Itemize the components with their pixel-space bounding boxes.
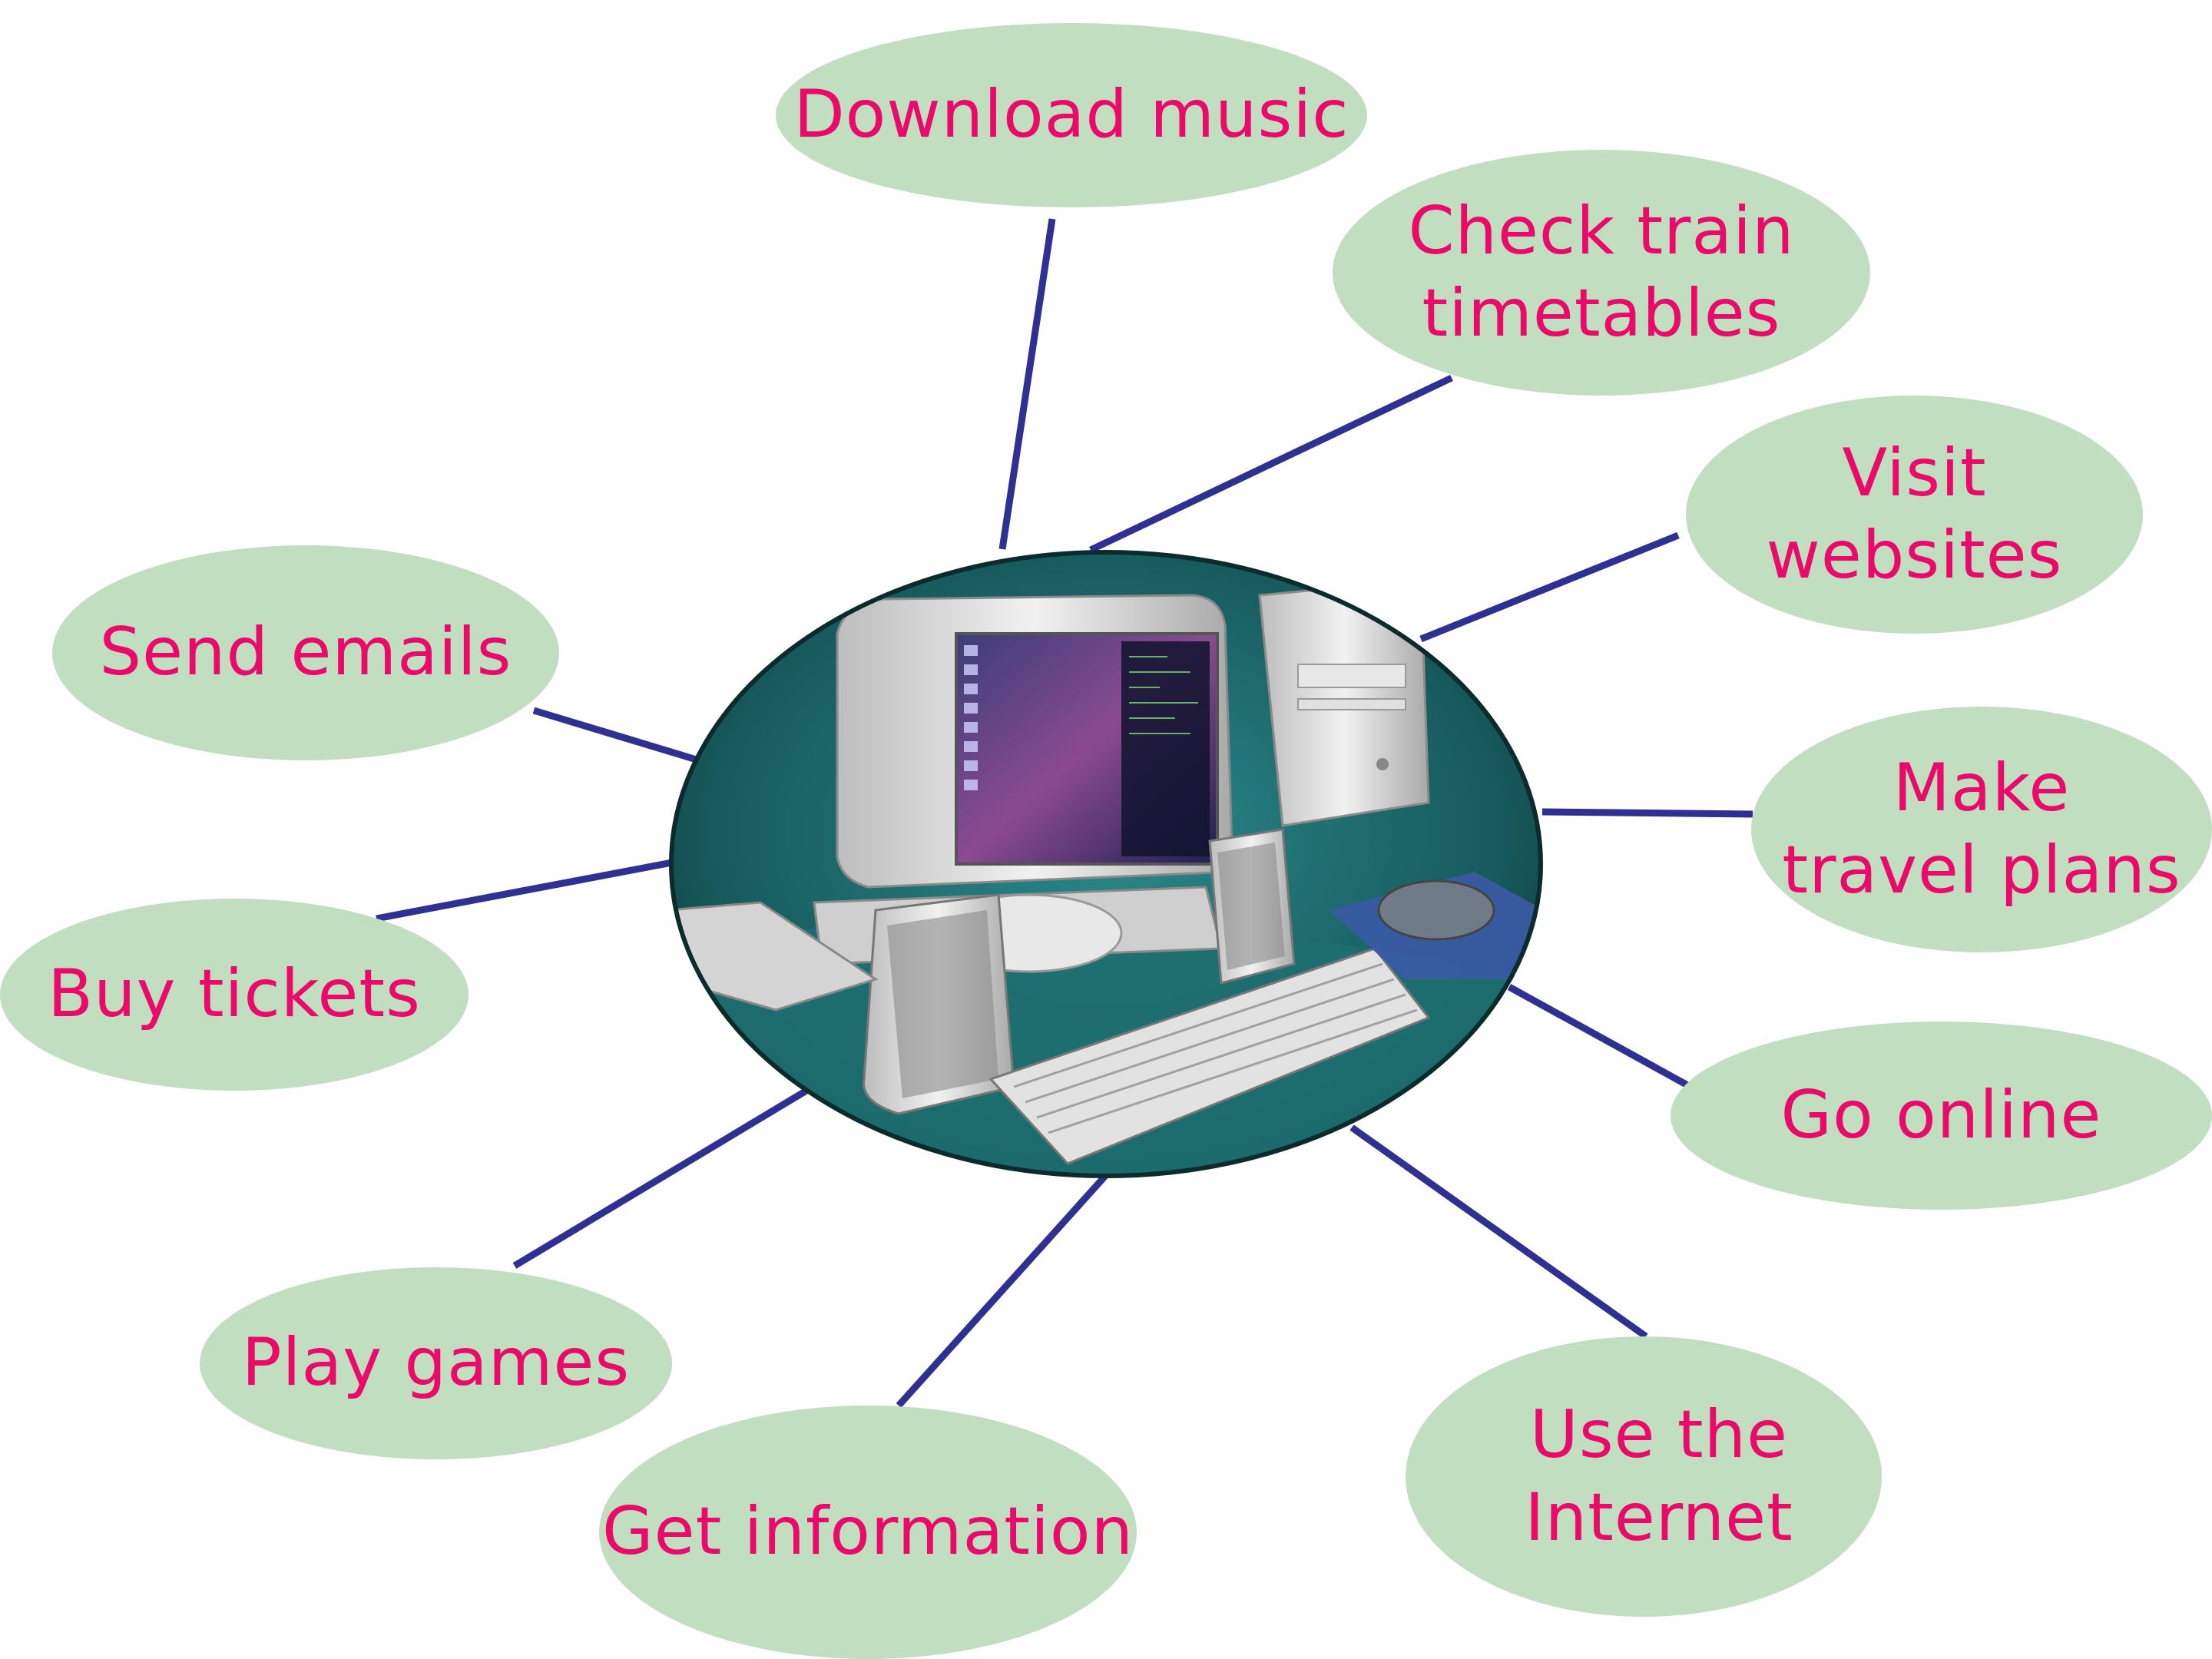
bubble-label: Send emails <box>99 614 512 691</box>
tower-case-icon <box>1258 578 1430 827</box>
bubble-use-the-internet: Use the Internet <box>1406 1336 1882 1617</box>
bubble-check-train-timetables: Check train timetables <box>1333 150 1870 396</box>
connector-visit-websites <box>1419 531 1680 643</box>
bubble-get-information: Get information <box>599 1406 1137 1659</box>
bubble-visit-websites: Visit websites <box>1686 396 2143 634</box>
speaker-right-icon <box>1208 828 1296 985</box>
bubble-send-emails: Send emails <box>52 545 559 760</box>
bubble-label: Use the Internet <box>1525 1396 1793 1556</box>
connector-send-emails <box>532 707 700 764</box>
bubble-play-games: Play games <box>200 1267 672 1459</box>
connector-check-train <box>1089 374 1453 554</box>
connector-use-internet <box>1349 1124 1648 1339</box>
connector-get-information <box>896 1172 1109 1409</box>
mouse-icon <box>1377 879 1495 941</box>
bubble-label: Buy tickets <box>48 955 421 1033</box>
computer-illustration <box>669 550 1543 1178</box>
bubble-label: Make travel plans <box>1782 749 2181 909</box>
monitor-icon <box>836 594 1234 889</box>
connector-make-travel <box>1541 808 1753 818</box>
bubble-label: Get information <box>602 1493 1134 1571</box>
bubble-download-music: Download music <box>776 23 1367 207</box>
bubble-go-online: Go online <box>1671 1022 2212 1210</box>
speaker-left-icon <box>863 893 1015 1115</box>
bubble-label: Go online <box>1780 1076 2102 1154</box>
connector-play-games <box>512 1088 809 1269</box>
connector-go-online <box>1507 984 1700 1094</box>
bubble-buy-tickets: Buy tickets <box>0 899 469 1091</box>
connector-buy-tickets <box>376 859 673 922</box>
bubble-label: Play games <box>241 1324 631 1402</box>
bubble-label: Download music <box>793 76 1349 154</box>
bubble-label: Visit websites <box>1766 434 2063 594</box>
bubble-make-travel-plans: Make travel plans <box>1751 707 2212 952</box>
keyboard-icon <box>988 947 1431 1165</box>
connector-download-music <box>998 218 1056 550</box>
bubble-label: Check train timetables <box>1408 192 1795 353</box>
